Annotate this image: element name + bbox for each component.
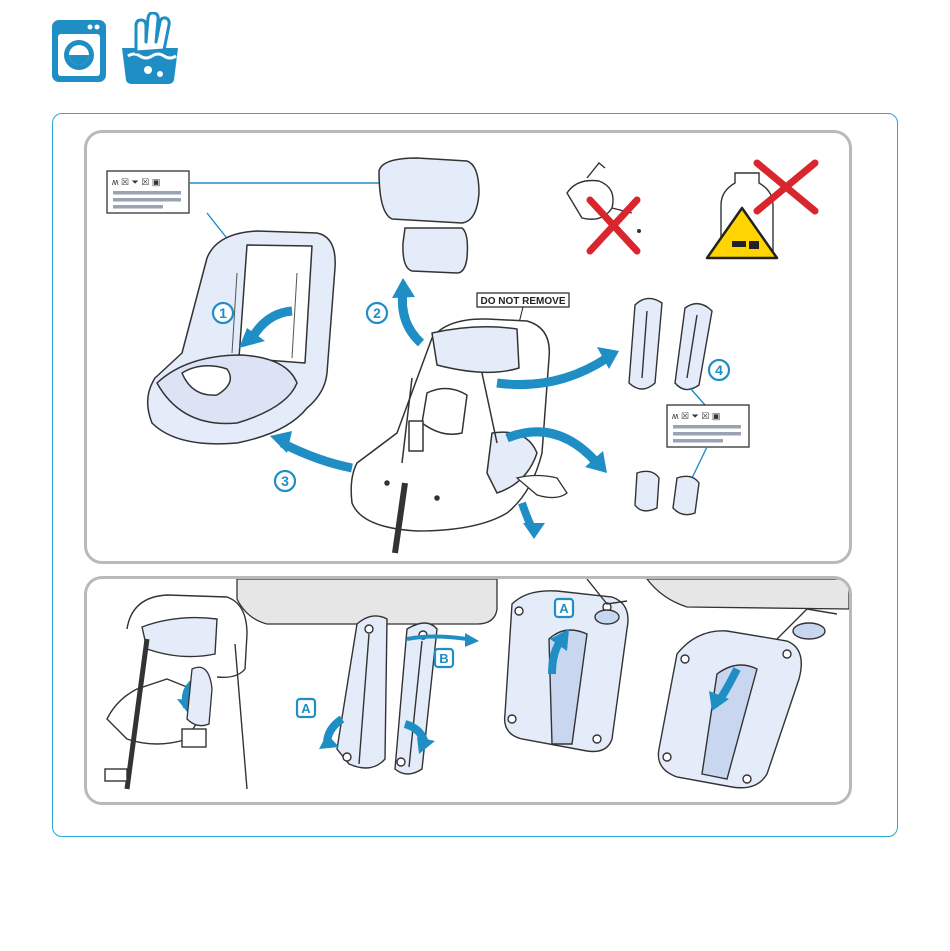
label-a-scene-3: A xyxy=(559,601,569,616)
scene-1-seat xyxy=(105,595,247,789)
buckle-pads xyxy=(635,471,699,514)
washing-machine-icon xyxy=(52,20,106,82)
top-panel-illustration: ʍ ☒ ⏷ ☒ ▣ 1 2 DO NOT REMOVE xyxy=(87,133,849,561)
no-chemicals-icon xyxy=(707,163,815,258)
step-2-label: 2 xyxy=(373,305,381,321)
care-icons xyxy=(52,12,182,88)
svg-text:ʍ ☒ ⏷ ☒ ▣: ʍ ☒ ⏷ ☒ ▣ xyxy=(112,177,160,187)
step-1-label: 1 xyxy=(219,305,227,321)
label-a-scene-2: A xyxy=(301,701,311,716)
svg-text:ʍ ☒ ⏷ ☒ ▣: ʍ ☒ ⏷ ☒ ▣ xyxy=(672,411,720,421)
scene-2-arrow-top xyxy=(407,637,467,640)
headrest-illustration xyxy=(379,158,479,273)
arrow-step-2 xyxy=(402,291,421,343)
do-not-remove-label: DO NOT REMOVE xyxy=(480,296,565,307)
hand-wash-icon xyxy=(122,13,178,84)
care-label-right: ʍ ☒ ⏷ ☒ ▣ xyxy=(667,405,749,447)
scene-4-pad xyxy=(658,609,837,788)
bottom-panel: A B A xyxy=(84,576,852,805)
step-3-label: 3 xyxy=(281,473,289,489)
label-b-scene-2: B xyxy=(439,651,448,666)
no-solvent-icon xyxy=(567,163,641,251)
bottom-panel-illustration: A B A xyxy=(87,579,849,802)
care-label-left: ʍ ☒ ⏷ ☒ ▣ xyxy=(107,171,189,213)
step-4-label: 4 xyxy=(715,362,723,378)
top-panel: ʍ ☒ ⏷ ☒ ▣ 1 2 DO NOT REMOVE xyxy=(84,130,852,564)
car-seat-illustration xyxy=(148,231,336,444)
scene-1-pad xyxy=(187,667,212,725)
arrow-step-3 xyxy=(282,443,352,468)
shoulder-pads xyxy=(629,298,712,389)
